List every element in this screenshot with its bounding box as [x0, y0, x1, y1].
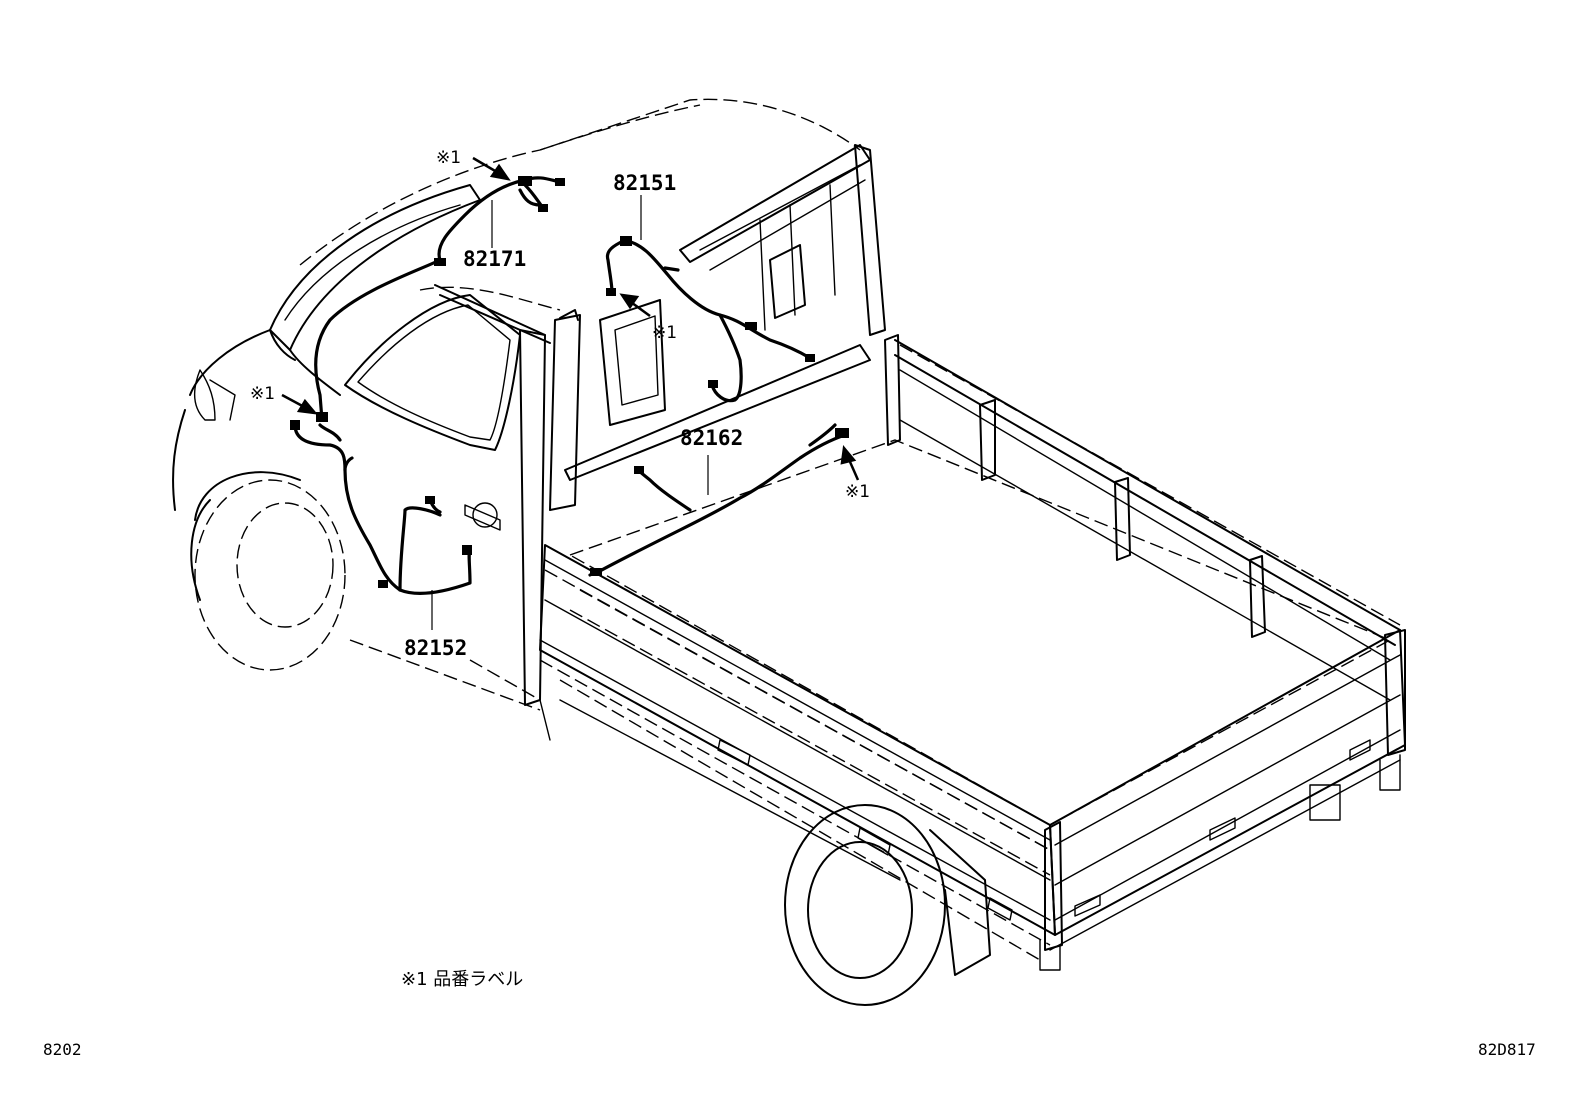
diagram-code-left: 8202 [43, 1040, 82, 1059]
wire-harness-82152 [293, 423, 472, 595]
leader-lines [431, 195, 709, 630]
part-label-82152: 82152 [404, 636, 467, 660]
legend-note: ※1 品番ラベル [401, 969, 523, 990]
arrow-icon [281, 156, 860, 481]
part-label-82171: 82171 [463, 247, 526, 271]
part-label-82151: 82151 [613, 171, 676, 195]
diagram-code-right: 82D817 [1478, 1040, 1536, 1059]
wire-harness-82171 [314, 176, 562, 422]
truck-outline [172, 98, 1406, 1006]
part-label-82162: 82162 [680, 426, 743, 450]
wire-harness-82151 [605, 238, 812, 403]
connectors [290, 176, 849, 588]
mark-label-left: ※1 [250, 384, 275, 404]
mark-label-top-left: ※1 [436, 148, 461, 168]
mark-label-right: ※1 [845, 482, 870, 502]
mark-label-center: ※1 [652, 323, 677, 343]
